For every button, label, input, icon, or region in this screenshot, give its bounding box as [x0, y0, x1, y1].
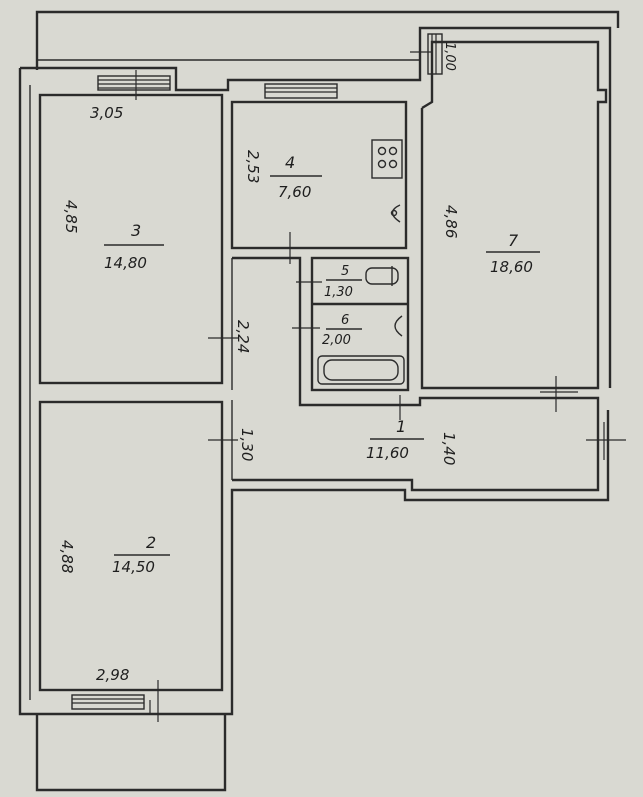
room-2-number: 2 — [146, 533, 156, 552]
room-5-area: 1,30 — [324, 285, 353, 300]
window-room-4 — [264, 83, 338, 99]
room-2-area: 14,50 — [112, 558, 155, 576]
hallway-outline — [231, 256, 600, 492]
stove-icon — [371, 139, 403, 179]
room-3-dim-h: 3,05 — [90, 104, 123, 122]
room-4-outline — [230, 100, 408, 250]
window-room-7 — [427, 33, 443, 75]
room-7-number: 7 — [508, 231, 519, 250]
hall-dim-upper: 2,24 — [234, 320, 252, 353]
room-1-area: 11,60 — [366, 444, 409, 462]
room-3-area: 14,80 — [104, 254, 147, 272]
room-5-number: 5 — [341, 264, 349, 279]
window-room-3 — [97, 75, 171, 91]
window-room-2 — [71, 694, 145, 710]
toilet-icon — [365, 266, 399, 286]
bathtub-icon — [317, 355, 405, 385]
bottom-balcony — [35, 714, 227, 792]
room-1-number: 1 — [396, 417, 406, 436]
sink-icon — [390, 204, 401, 223]
room-3-outline — [38, 93, 224, 385]
room-3-dim-v: 4,85 — [62, 200, 80, 233]
balcony-top-dim: 1,00 — [442, 42, 457, 71]
room-7-dim-v: 4,86 — [442, 205, 460, 238]
room-6-area: 2,00 — [322, 333, 351, 348]
room-4-area: 7,60 — [278, 183, 311, 201]
room-6-number: 6 — [341, 313, 349, 328]
top-balcony — [35, 10, 620, 70]
room-7-area: 18,60 — [490, 258, 533, 276]
room-2-outline — [38, 400, 224, 692]
hall-dim-right: 1,40 — [440, 432, 458, 465]
washbasin-icon — [394, 315, 403, 337]
tick-marks — [135, 51, 626, 722]
outer-walls — [18, 26, 612, 716]
room-4-dim-v: 2,53 — [244, 150, 262, 183]
room-4-number: 4 — [285, 153, 295, 172]
room-2-dim-v: 4,88 — [58, 540, 76, 573]
room-2-dim-h: 2,98 — [96, 666, 129, 684]
bathroom-block — [310, 256, 410, 392]
hall-dim-lower: 1,30 — [238, 428, 256, 461]
room-3-number: 3 — [131, 221, 141, 240]
